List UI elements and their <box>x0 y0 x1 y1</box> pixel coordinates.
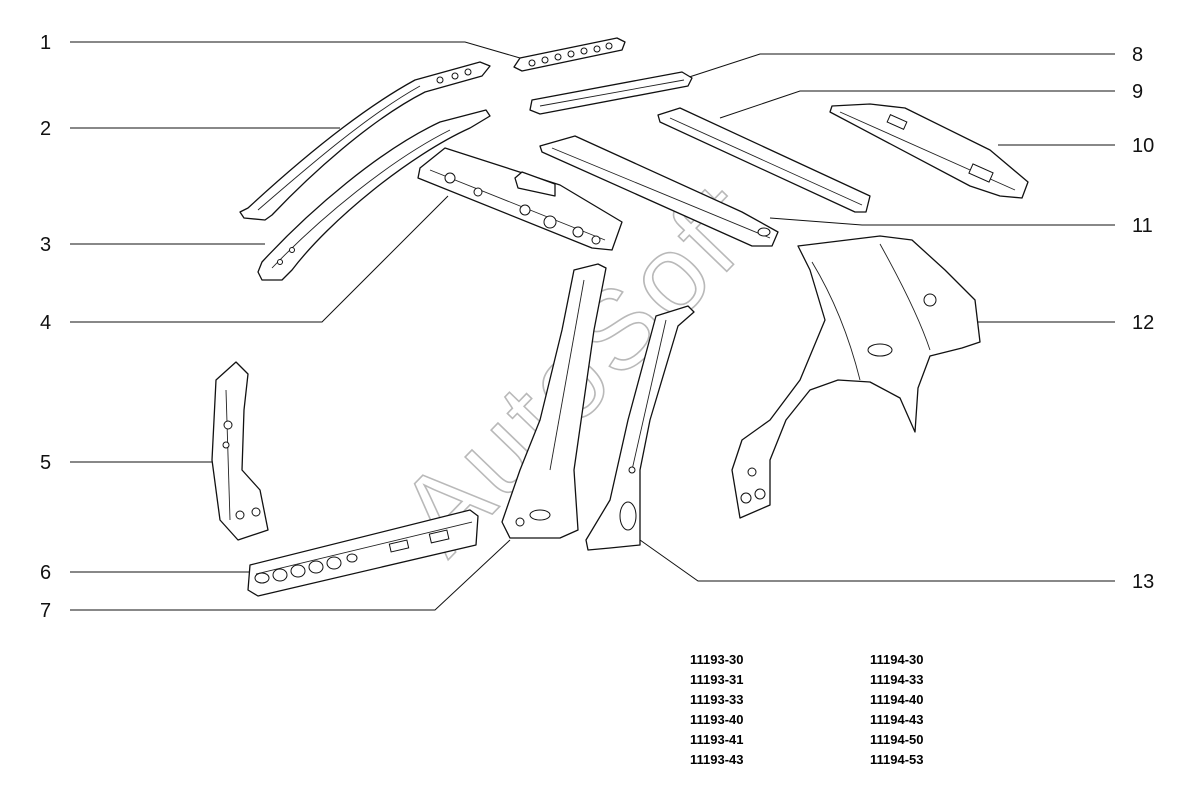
model-code: 11194-53 <box>870 752 924 767</box>
model-codes-right: 11194-30 11194-33 11194-40 11194-43 1119… <box>870 650 924 770</box>
part-2-a-pillar-upper <box>239 61 491 221</box>
model-code: 11193-31 <box>690 672 744 687</box>
callout-10: 10 <box>1132 135 1154 157</box>
part-4-front-roof-crossmember <box>417 147 623 251</box>
callout-11: 11 <box>1132 215 1153 237</box>
callouts: 1 2 3 4 5 6 7 8 9 10 11 12 13 <box>40 32 1154 622</box>
model-code: 11193-33 <box>690 692 744 707</box>
leader-lines <box>70 41 1115 611</box>
model-code: 11193-40 <box>690 712 744 727</box>
callout-6: 6 <box>40 562 51 584</box>
callout-4: 4 <box>40 312 51 334</box>
model-code: 11193-43 <box>690 752 744 767</box>
callout-8: 8 <box>1132 44 1143 66</box>
callout-13: 13 <box>1132 571 1154 593</box>
callout-2: 2 <box>40 118 51 140</box>
part-11-roof-side-rail <box>539 135 779 247</box>
part-3-a-pillar-inner <box>257 109 491 281</box>
part-9-roof-rail <box>657 107 871 213</box>
model-code: 11194-30 <box>870 652 924 667</box>
model-code: 11194-40 <box>870 692 924 707</box>
part-5-front-pillar-lower <box>211 361 269 541</box>
callout-1: 1 <box>40 32 51 54</box>
part-12-rear-quarter-inner <box>731 235 981 519</box>
model-code: 11194-43 <box>870 712 924 727</box>
callout-5: 5 <box>40 452 51 474</box>
model-code: 11194-33 <box>870 672 924 687</box>
model-code: 11194-50 <box>870 732 924 747</box>
part-1-roof-rail-reinforcement <box>513 37 626 72</box>
callout-3: 3 <box>40 234 51 256</box>
model-code: 11193-41 <box>690 732 744 747</box>
part-8-roof-bow-front <box>529 71 693 115</box>
part-7-b-pillar <box>501 263 607 539</box>
model-codes-left: 11193-30 11193-31 11193-33 11193-40 1119… <box>690 650 744 770</box>
model-code: 11193-30 <box>690 652 744 667</box>
part-10-rear-roof-crossmember <box>829 103 1029 199</box>
part-13-c-pillar <box>585 305 695 551</box>
callout-12: 12 <box>1132 312 1154 334</box>
callout-9: 9 <box>1132 81 1143 103</box>
part-6-sill-reinforcement <box>247 509 479 597</box>
callout-7: 7 <box>40 600 51 622</box>
